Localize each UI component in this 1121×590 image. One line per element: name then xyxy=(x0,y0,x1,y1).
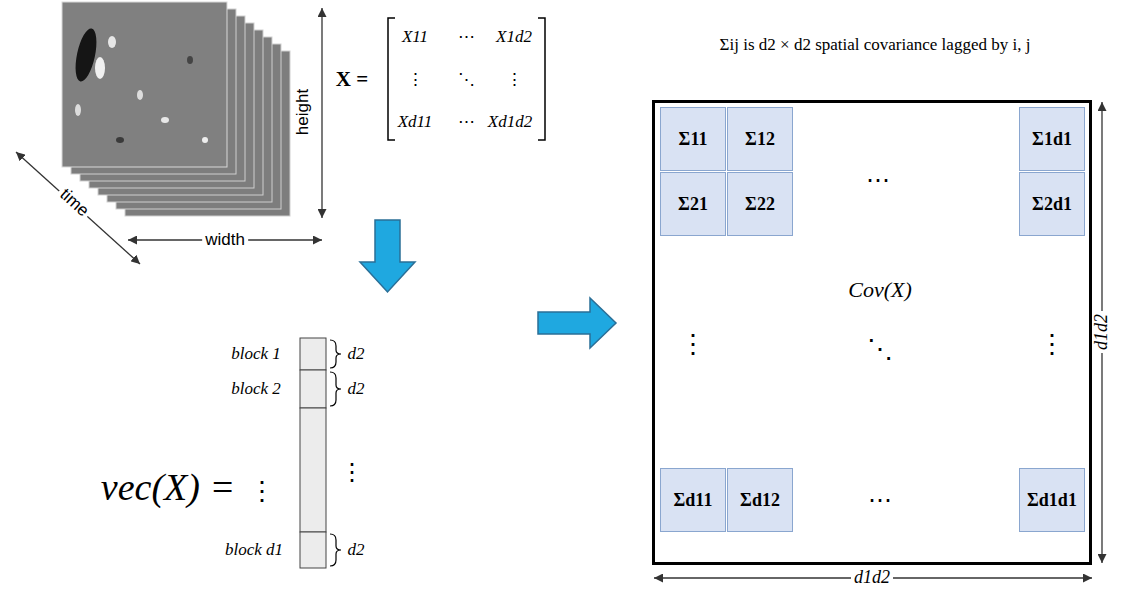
axis-label: height xyxy=(294,89,313,135)
dark-spot xyxy=(116,137,124,143)
block-symbol: Σd12 xyxy=(740,490,780,511)
block-label: block d1 xyxy=(225,541,283,560)
bright-spot xyxy=(202,137,208,143)
dimension-label: d1d2 xyxy=(851,568,893,588)
covariance-block: Σ1d1 xyxy=(1019,107,1085,171)
vector-block xyxy=(300,532,326,568)
vector-block xyxy=(300,370,326,408)
covariance-block: Σ12 xyxy=(727,107,793,171)
frame xyxy=(62,2,227,167)
matrix-ellipsis: ⋯ xyxy=(458,113,475,132)
vector-ellipsis: ⋮ xyxy=(340,459,364,485)
flow-arrow xyxy=(360,220,415,292)
block-size: d2 xyxy=(348,380,365,399)
bright-spot xyxy=(108,36,116,48)
matrix-name: X = xyxy=(336,68,368,91)
covariance-block: Σd12 xyxy=(727,468,793,532)
matrix-entry: Xd1d2 xyxy=(488,113,532,132)
matrix-bracket xyxy=(388,18,395,140)
caption-note: Σij is d2 × d2 spatial covariance lagged… xyxy=(720,36,1031,55)
bright-spot xyxy=(137,90,143,100)
matrix-ellipsis: ⋯ xyxy=(868,487,892,513)
vector-block xyxy=(300,408,326,532)
covariance-block: Σ22 xyxy=(727,172,793,236)
vector-ellipsis: ⋮ xyxy=(249,478,275,507)
covariance-block: Σ11 xyxy=(660,107,726,171)
axis-label: time xyxy=(54,183,95,222)
block-symbol: Σd1d1 xyxy=(1027,490,1077,511)
covariance-block: Σd11 xyxy=(660,468,726,532)
flow-arrow xyxy=(538,298,616,348)
dark-spot xyxy=(187,56,193,64)
frame-stack xyxy=(62,2,290,216)
brace xyxy=(330,340,341,368)
covariance-block: Σ2d1 xyxy=(1019,172,1085,236)
block-symbol: Σ1d1 xyxy=(1032,129,1072,150)
block-size: d2 xyxy=(348,541,365,560)
matrix-ellipsis: ⋯ xyxy=(458,28,475,47)
matrix-ellipsis: ⋮ xyxy=(680,331,706,360)
matrix-entry: X1d2 xyxy=(496,28,532,47)
covariance-block: Σd1d1 xyxy=(1019,468,1085,532)
bright-spot xyxy=(161,117,169,123)
block-size: d2 xyxy=(348,345,365,364)
matrix-ellipsis: ⋱ xyxy=(867,336,893,365)
axis-label: width xyxy=(202,231,248,250)
matrix-ellipsis: ⋮ xyxy=(506,71,523,90)
block-symbol: Σ11 xyxy=(679,129,708,150)
dimension-label: d1d2 xyxy=(1092,311,1112,353)
brace xyxy=(330,372,341,406)
block-symbol: Σ21 xyxy=(678,194,708,215)
matrix-title: Cov(X) xyxy=(848,277,912,303)
matrix-bracket xyxy=(538,18,545,140)
time-arrow xyxy=(16,152,140,264)
height-arrow xyxy=(321,8,322,218)
block-label: block 1 xyxy=(231,345,281,364)
matrix-ellipsis: ⋯ xyxy=(866,167,890,193)
block-symbol: Σ22 xyxy=(745,194,775,215)
bright-spot xyxy=(95,57,105,79)
covariance-block: Σ21 xyxy=(660,172,726,236)
block-symbol: Σd11 xyxy=(674,490,713,511)
vector-name: vec(X) = xyxy=(101,467,235,509)
bright-spot xyxy=(75,104,81,116)
vector-block xyxy=(300,338,326,370)
matrix-ellipsis: ⋮ xyxy=(1039,331,1065,360)
matrix-ellipsis: ⋱ xyxy=(458,71,475,90)
brace xyxy=(330,534,341,566)
matrix-entry: X11 xyxy=(402,28,428,47)
block-symbol: Σ12 xyxy=(745,129,775,150)
matrix-ellipsis: ⋮ xyxy=(407,71,424,90)
matrix-entry: Xd11 xyxy=(398,113,433,132)
block-symbol: Σ2d1 xyxy=(1032,194,1072,215)
block-label: block 2 xyxy=(231,380,281,399)
